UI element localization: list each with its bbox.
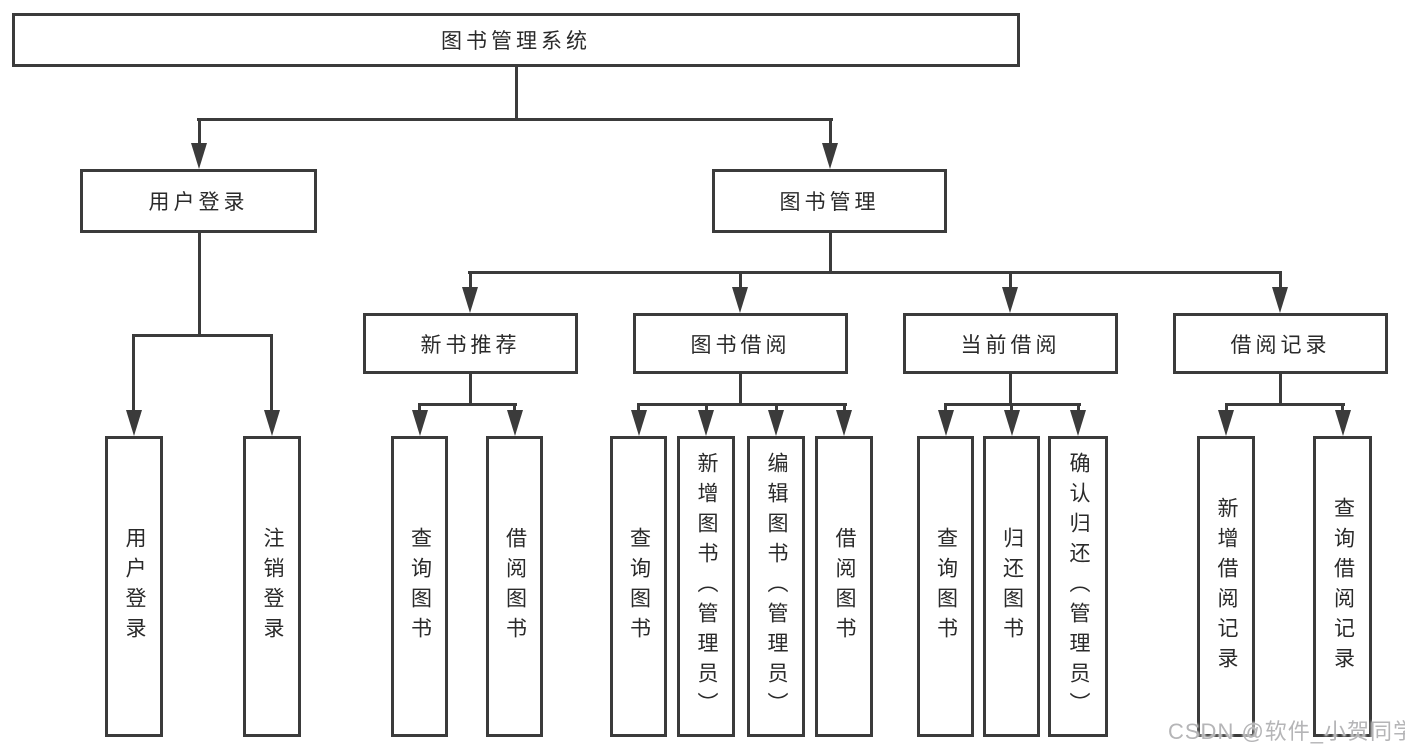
leaf-cb-return-books: 归还图书 [983, 436, 1040, 737]
connector-shaft [270, 336, 273, 410]
arrowhead-icon [698, 410, 714, 436]
connector-shaft [469, 273, 472, 289]
node-new-book-recommend: 新书推荐 [363, 313, 578, 374]
arrowhead-icon [1004, 410, 1020, 436]
connector-branch-user-login [132, 334, 273, 337]
node-user-login-branch: 用户登录 [80, 169, 317, 233]
connector-shaft [1279, 273, 1282, 289]
leaf-bb-add-books-admin: 新增图书（管理员） [677, 436, 735, 737]
connector-branch-br [1225, 403, 1345, 406]
arrowhead-icon [126, 410, 142, 436]
leaf-cb-confirm-return-admin: 确认归还（管理员） [1048, 436, 1108, 737]
arrowhead-icon [631, 410, 647, 436]
connector-stem-user-login [198, 233, 201, 336]
arrowhead-icon [264, 410, 280, 436]
arrowhead-icon [191, 143, 207, 169]
leaf-logout: 注销登录 [243, 436, 301, 737]
leaf-bb-borrow-books: 借阅图书 [815, 436, 873, 737]
leaf-user-login: 用户登录 [105, 436, 163, 737]
leaf-nbr-query-books: 查询图书 [391, 436, 448, 737]
node-book-borrow: 图书借阅 [633, 313, 848, 374]
connector-branch-root [197, 118, 833, 121]
watermark: CSDN @软件_小贺同学 [1168, 719, 1405, 744]
arrowhead-icon [412, 410, 428, 436]
connector-branch-nbr [418, 403, 517, 406]
arrowhead-icon [507, 410, 523, 436]
arrowhead-icon [822, 143, 838, 169]
connector-branch-book-mgmt [468, 271, 1282, 274]
arrowhead-icon [938, 410, 954, 436]
arrowhead-icon [462, 287, 478, 313]
connector-shaft [829, 120, 832, 146]
node-book-management: 图书管理 [712, 169, 947, 233]
arrowhead-icon [1218, 410, 1234, 436]
leaf-cb-query-books: 查询图书 [917, 436, 974, 737]
arrowhead-icon [768, 410, 784, 436]
connector-stem-root [515, 67, 518, 120]
connector-stem-br [1279, 374, 1282, 406]
connector-stem-cb [1009, 374, 1012, 406]
node-library-system: 图书管理系统 [12, 13, 1020, 67]
arrowhead-icon [732, 287, 748, 313]
connector-shaft [1009, 273, 1012, 289]
arrowhead-icon [1002, 287, 1018, 313]
leaf-bb-edit-books-admin: 编辑图书（管理员） [747, 436, 805, 737]
leaf-br-query-record: 查询借阅记录 [1313, 436, 1372, 737]
node-borrow-records: 借阅记录 [1173, 313, 1388, 374]
leaf-nbr-borrow-books: 借阅图书 [486, 436, 543, 737]
connector-shaft [198, 120, 201, 146]
connector-shaft [132, 336, 135, 410]
arrowhead-icon [836, 410, 852, 436]
arrowhead-icon [1335, 410, 1351, 436]
connector-stem-book-mgmt [829, 233, 832, 273]
arrowhead-icon [1272, 287, 1288, 313]
connector-stem-bb [739, 374, 742, 406]
connector-branch-bb [637, 403, 847, 406]
arrowhead-icon [1070, 410, 1086, 436]
connector-stem-nbr [469, 374, 472, 406]
node-current-borrow: 当前借阅 [903, 313, 1118, 374]
leaf-bb-query-books: 查询图书 [610, 436, 667, 737]
leaf-br-add-record: 新增借阅记录 [1197, 436, 1255, 737]
connector-branch-cb [944, 403, 1081, 406]
connector-shaft [739, 273, 742, 289]
